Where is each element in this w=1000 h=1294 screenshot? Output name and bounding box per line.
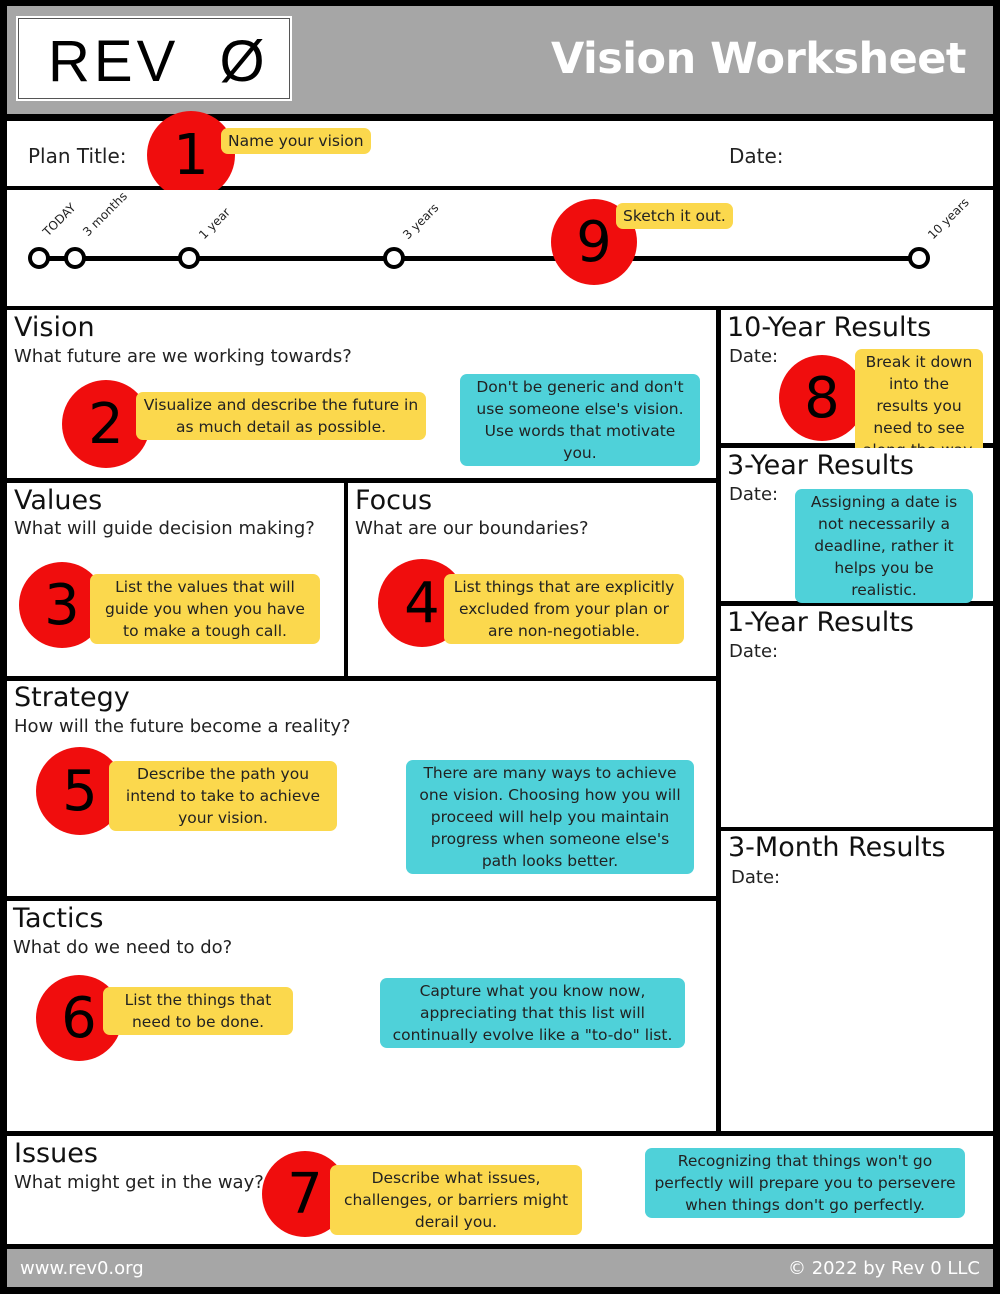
three-year-results-title: 3-Year Results — [727, 450, 914, 481]
timeline-dot-10years — [908, 247, 930, 269]
three-year-date-label: Date: — [729, 484, 779, 505]
timeline-line — [38, 256, 920, 261]
strategy-title: Strategy — [14, 682, 130, 713]
footer-bar — [7, 1249, 993, 1287]
timeline-dot-3months — [64, 247, 86, 269]
logo-text: REV Ø — [48, 29, 269, 94]
step-4-note: List things that are explicitly excluded… — [444, 574, 684, 644]
step-8-note: Break it down into the results you need … — [855, 349, 983, 463]
three-year-tip: Assigning a date is not necessarily a de… — [795, 489, 973, 603]
logo — [16, 16, 292, 101]
step-2-marker: 2 — [62, 380, 150, 468]
vision-question: What future are we working towards? — [14, 346, 352, 367]
three-month-results-section — [721, 831, 993, 1131]
tactics-question: What do we need to do? — [13, 937, 233, 958]
step-5-note: Describe the path you intend to take to … — [109, 761, 337, 831]
focus-question: What are our boundaries? — [355, 518, 589, 539]
step-8-marker: 8 — [779, 355, 865, 441]
step-6-note: List the things that need to be done. — [103, 987, 293, 1035]
step-1-note: Name your vision — [221, 128, 371, 154]
step-9-note: Sketch it out. — [616, 203, 733, 229]
step-1-marker: 1 — [147, 111, 235, 199]
three-month-results-title: 3-Month Results — [728, 832, 946, 863]
timeline-dot-1year — [178, 247, 200, 269]
one-year-date-label: Date: — [729, 641, 779, 662]
strategy-question: How will the future become a reality? — [14, 716, 351, 737]
timeline-dot-today — [28, 247, 50, 269]
vision-tip: Don't be generic and don't use someone e… — [460, 374, 700, 466]
page-title: Vision Worksheet — [550, 34, 967, 84]
step-3-note: List the values that will guide you when… — [90, 574, 320, 644]
tactics-title: Tactics — [13, 903, 104, 934]
plan-title-label: Plan Title: — [28, 144, 127, 168]
strategy-tip: There are many ways to achieve one visio… — [406, 760, 694, 874]
ten-year-date-label: Date: — [729, 346, 779, 367]
vision-title: Vision — [14, 312, 95, 343]
three-month-date-label: Date: — [731, 867, 781, 888]
values-question: What will guide decision making? — [14, 518, 315, 539]
step-7-note: Describe what issues, challenges, or bar… — [330, 1165, 582, 1235]
tactics-tip: Capture what you know now, appreciating … — [380, 978, 685, 1048]
focus-title: Focus — [355, 485, 433, 516]
issues-question: What might get in the way? — [14, 1172, 264, 1193]
plan-date-label: Date: — [729, 144, 784, 168]
values-title: Values — [14, 485, 103, 516]
ten-year-results-title: 10-Year Results — [727, 312, 932, 343]
timeline-dot-3years — [383, 247, 405, 269]
one-year-results-section — [721, 606, 993, 827]
footer-copyright: © 2022 by Rev 0 LLC — [788, 1258, 980, 1279]
step-2-note: Visualize and describe the future in as … — [136, 392, 426, 440]
issues-title: Issues — [14, 1138, 98, 1169]
issues-tip: Recognizing that things won't go perfect… — [645, 1148, 965, 1218]
footer-website[interactable]: www.rev0.org — [20, 1258, 144, 1279]
one-year-results-title: 1-Year Results — [727, 607, 914, 638]
timeline-panel — [7, 190, 993, 306]
